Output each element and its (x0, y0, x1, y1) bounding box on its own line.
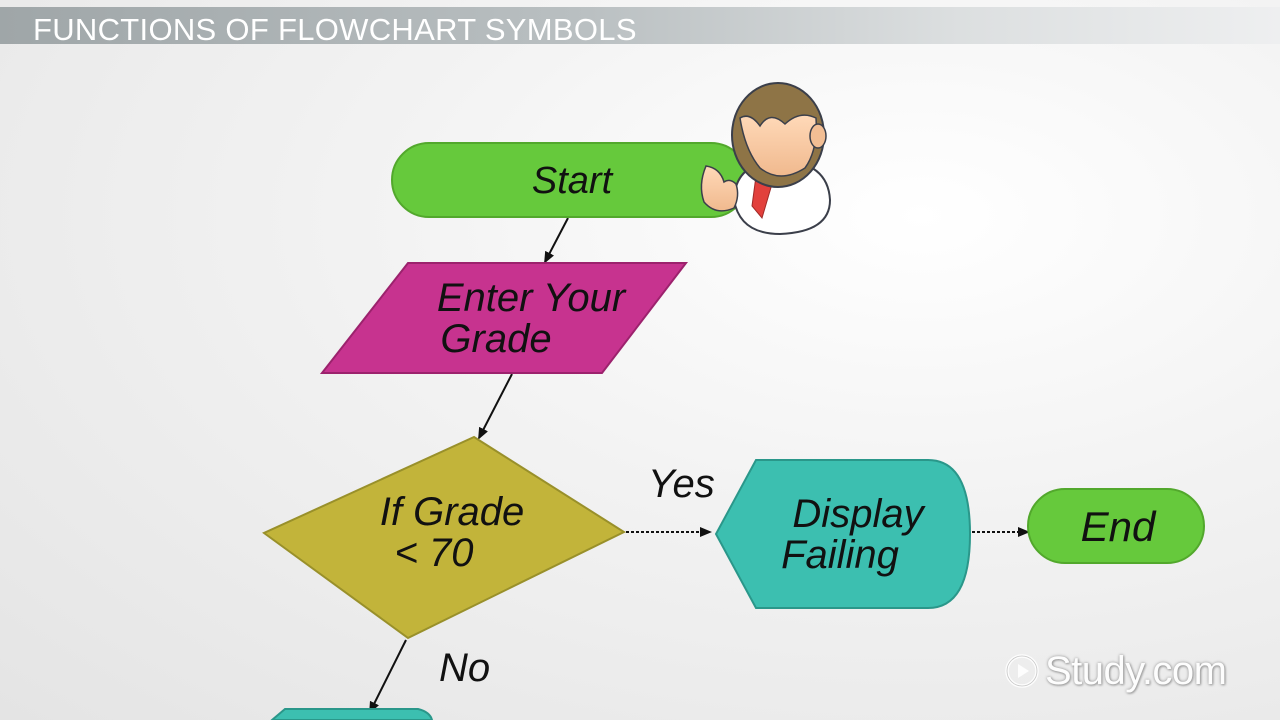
title-bar: FUNCTIONS OF FLOWCHART SYMBOLS (0, 7, 1280, 47)
end-label: End (1081, 503, 1157, 550)
input-label-line1: Enter Your (437, 276, 627, 320)
decision-diamond (262, 435, 627, 640)
connector-no-branch (369, 639, 407, 714)
page-title: FUNCTIONS OF FLOWCHART SYMBOLS (33, 12, 637, 47)
start-label: Start (532, 160, 614, 202)
input-label-line2: Grade (440, 317, 551, 361)
next-shape-partial (270, 708, 434, 720)
display-shape (714, 459, 972, 609)
play-icon (1005, 654, 1039, 688)
end-terminator (1027, 488, 1205, 564)
connector-start-to-input (544, 217, 569, 264)
watermark: Study.com (1003, 647, 1227, 695)
decision-label-line2: < 70 (395, 531, 474, 575)
display-label-line1: Display (792, 492, 926, 536)
yes-label: Yes (648, 462, 715, 506)
connector-input-to-decision (478, 373, 513, 440)
person-illustration (700, 82, 832, 236)
decision-label-line1: If Grade (380, 490, 525, 534)
watermark-text: Study.com (1045, 648, 1227, 693)
display-label-line2: Failing (781, 533, 899, 577)
input-parallelogram (319, 262, 689, 374)
no-label: No (439, 646, 490, 690)
